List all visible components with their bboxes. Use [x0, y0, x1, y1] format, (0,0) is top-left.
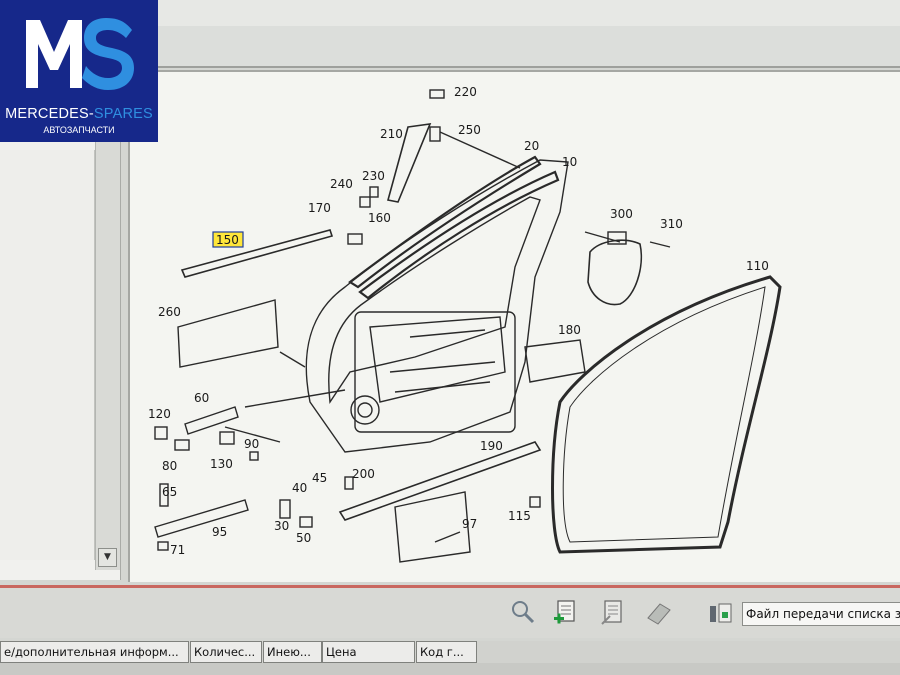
window-title-bar — [150, 0, 900, 27]
mercedes-spares-logo: MERCEDES-SPARES АВТОЗАПЧАСТИ — [0, 0, 158, 142]
scroll-down-button[interactable]: ▼ — [98, 548, 117, 567]
window-seal-20 — [348, 155, 542, 289]
part-150-highlight — [212, 231, 244, 248]
part-label-115[interactable]: 115 — [508, 509, 531, 523]
logo-subtitle: АВТОЗАПЧАСТИ — [43, 125, 115, 135]
part-label-45[interactable]: 45 — [312, 471, 327, 485]
part-label-110[interactable]: 110 — [746, 259, 769, 273]
part-label-260[interactable]: 260 — [158, 305, 181, 319]
part-label-71[interactable]: 71 — [170, 543, 185, 557]
part-label-20[interactable]: 20 — [524, 139, 539, 153]
part-label-90[interactable]: 90 — [244, 437, 259, 451]
part-label-160[interactable]: 160 — [368, 211, 391, 225]
part-label-30[interactable]: 30 — [274, 519, 289, 533]
part-label-40[interactable]: 40 — [292, 481, 307, 495]
logo-brand-part1: MERCEDES- — [5, 106, 94, 122]
door-parts-diagram: 220 250 210 20 10 240 230 170 160 150 30… — [148, 85, 782, 563]
window-seal-10 — [358, 170, 560, 300]
parts-diagram-canvas[interactable]: 220 250 210 20 10 240 230 170 160 150 30… — [128, 70, 900, 582]
part-label-120[interactable]: 120 — [148, 407, 171, 421]
part-label-10[interactable]: 10 — [562, 155, 577, 169]
toolbar-band — [150, 26, 900, 68]
part-label-170[interactable]: 170 — [308, 201, 331, 215]
column-header-code[interactable]: Код г... — [416, 641, 477, 663]
part-label-130[interactable]: 130 — [210, 457, 233, 471]
document-list-icon[interactable] — [598, 598, 628, 628]
part-label-210[interactable]: 210 — [380, 127, 403, 141]
part-label-250[interactable]: 250 — [458, 123, 481, 137]
part-label-190[interactable]: 190 — [480, 439, 503, 453]
zoom-search-icon[interactable] — [508, 598, 538, 628]
part-label-200[interactable]: 200 — [352, 467, 375, 481]
door-frame-outer — [305, 159, 569, 453]
part-label-230[interactable]: 230 — [362, 169, 385, 183]
add-document-icon[interactable] — [552, 598, 582, 628]
part-label-60[interactable]: 60 — [194, 391, 209, 405]
file-transfer-list-field[interactable]: Файл передачи списка за — [742, 602, 900, 626]
part-label-220[interactable]: 220 — [454, 85, 477, 99]
part-label-65[interactable]: 65 — [162, 485, 177, 499]
part-label-95[interactable]: 95 — [212, 525, 227, 539]
transfer-list-icon[interactable] — [706, 598, 736, 628]
column-header-availability[interactable]: Инею... — [263, 641, 322, 663]
logo-brand-name: MERCEDES-SPARES — [0, 106, 158, 122]
strip-150 — [180, 229, 334, 278]
eraser-icon[interactable] — [644, 598, 674, 628]
part-label-80[interactable]: 80 — [162, 459, 177, 473]
part-label-310[interactable]: 310 — [660, 217, 683, 231]
logo-brand-part2: SPARES — [93, 106, 153, 122]
ms-logo-mark — [26, 18, 134, 90]
part-300 — [587, 239, 643, 306]
left-panel-scrollbar[interactable] — [95, 140, 120, 570]
handle-60 — [184, 406, 239, 435]
part-label-97[interactable]: 97 — [462, 517, 477, 531]
part-label-50[interactable]: 50 — [296, 531, 311, 545]
part-label-240[interactable]: 240 — [330, 177, 353, 191]
door-seal-110 — [551, 275, 782, 554]
pad-260 — [177, 299, 279, 368]
part-label-300[interactable]: 300 — [610, 207, 633, 221]
clip-220 — [429, 89, 445, 99]
rail-190 — [338, 441, 542, 521]
part-label-150[interactable]: 150 — [216, 233, 239, 247]
column-header-additional-info[interactable]: е/дополнительная информ... — [0, 641, 189, 663]
clip-250 — [429, 126, 441, 142]
door-inner-panel — [354, 311, 516, 433]
column-header-price[interactable]: Цена — [322, 641, 415, 663]
column-header-quantity[interactable]: Количес... — [190, 641, 262, 663]
speaker-opening — [350, 395, 380, 425]
panel-97 — [394, 491, 471, 563]
status-strip — [0, 663, 900, 675]
door-frame-inner — [328, 196, 541, 404]
trim-210 — [387, 123, 432, 203]
part-label-180[interactable]: 180 — [558, 323, 581, 337]
gas-strut-95 — [154, 499, 249, 538]
bracket-180 — [524, 339, 586, 383]
left-panel-list[interactable] — [0, 150, 95, 560]
separator-line — [0, 585, 900, 588]
